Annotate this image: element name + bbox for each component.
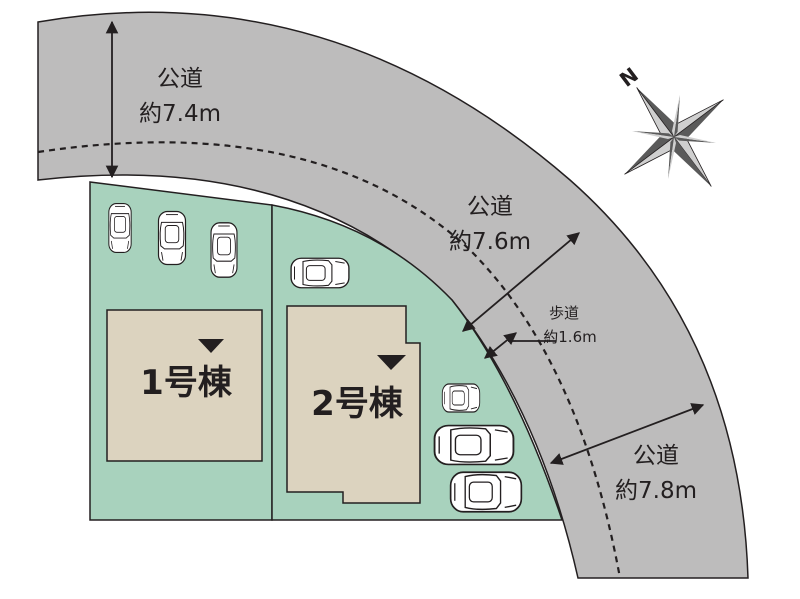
east-road-dimension — [549, 403, 705, 465]
building-1-label: 1号棟 — [140, 363, 233, 403]
car-icon — [441, 383, 481, 413]
entrance-marker-icon — [198, 339, 224, 353]
compass-rose-icon: N — [615, 62, 724, 187]
north-road-width: 約7.4m — [139, 101, 221, 127]
northeast-road-label: 公道 — [467, 194, 513, 220]
east-road-width: 約7.8m — [615, 478, 697, 504]
sidewalk-dimension — [484, 332, 517, 359]
building-1 — [106, 309, 263, 462]
car-icon — [157, 210, 187, 266]
north-road-label: 公道 — [157, 66, 203, 92]
sidewalk-width: 約1.6m — [543, 328, 596, 346]
car-icon — [108, 202, 132, 254]
compass-north-label: N — [615, 62, 643, 91]
northeast-road-dimension — [462, 232, 580, 332]
car-icon — [290, 257, 350, 289]
sidewalk-label: 歩道 — [549, 304, 579, 322]
northeast-road-width: 約7.6m — [449, 229, 531, 255]
east-road-label: 公道 — [633, 443, 679, 469]
car-icon — [433, 424, 515, 466]
car-icon — [449, 471, 523, 513]
entrance-marker-icon — [377, 355, 406, 370]
building-2-label: 2号棟 — [311, 384, 404, 424]
car-icon — [210, 222, 238, 278]
